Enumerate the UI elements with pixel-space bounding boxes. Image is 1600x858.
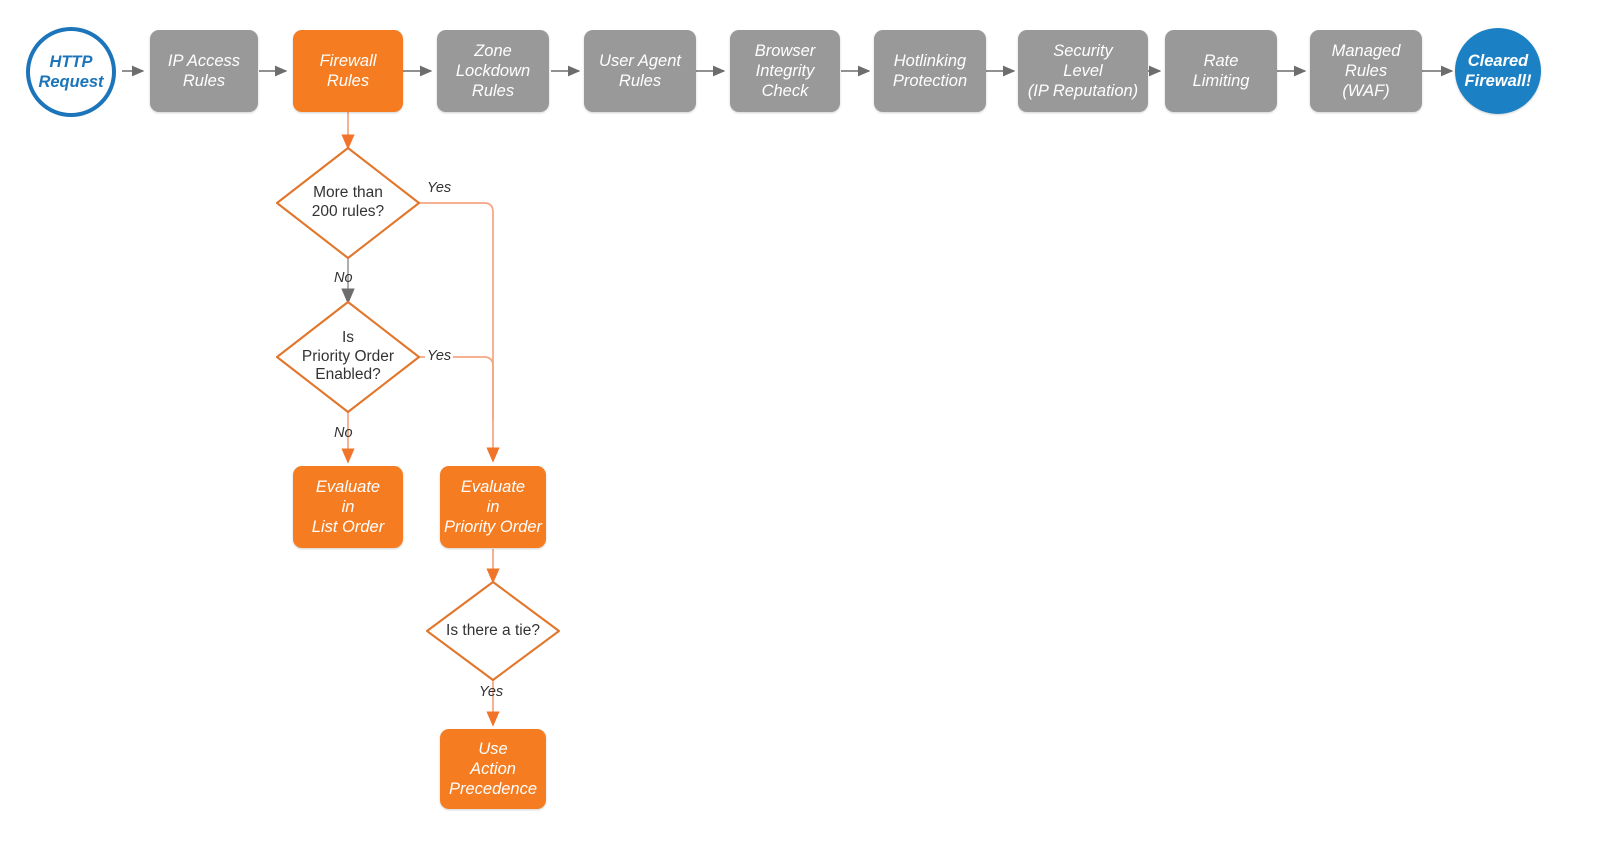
- edge-label-yes-priority-order: Yes: [425, 348, 454, 364]
- node-evaluate-in-list-order[interactable]: Evaluate in List Order: [293, 466, 403, 548]
- decision-is-there-a-tie[interactable]: Is there a tie?: [427, 582, 559, 680]
- node-ip-access-rules[interactable]: IP Access Rules: [150, 30, 258, 112]
- node-http-request[interactable]: HTTP Request: [26, 27, 116, 117]
- node-managed-rules-waf[interactable]: Managed Rules (WAF): [1310, 30, 1422, 112]
- edge-label-no-priority-order: No: [334, 425, 353, 441]
- decision-more-than-200-rules[interactable]: More than 200 rules?: [277, 148, 419, 258]
- node-security-level[interactable]: Security Level (IP Reputation): [1018, 30, 1148, 112]
- node-use-action-precedence[interactable]: Use Action Precedence: [440, 729, 546, 809]
- node-zone-lockdown-rules[interactable]: Zone Lockdown Rules: [437, 30, 549, 112]
- decision-is-priority-order-enabled[interactable]: Is Priority Order Enabled?: [277, 302, 419, 412]
- decision-is-there-a-tie-label: Is there a tie?: [446, 621, 540, 639]
- node-hotlinking-protection[interactable]: Hotlinking Protection: [874, 30, 986, 112]
- edge-decision200-yes-to-priorityorder: [419, 202, 500, 463]
- node-firewall-rules[interactable]: Firewall Rules: [293, 30, 403, 112]
- decision-is-priority-order-enabled-label: Is Priority Order Enabled?: [301, 329, 395, 384]
- node-cleared-firewall[interactable]: Cleared Firewall!: [1455, 28, 1541, 114]
- edge-label-no-200-rules: No: [334, 270, 353, 286]
- edge-label-yes-200-rules: Yes: [427, 180, 452, 196]
- node-rate-limiting[interactable]: Rate Limiting: [1165, 30, 1277, 112]
- decision-more-than-200-rules-label: More than 200 rules?: [311, 184, 385, 220]
- node-evaluate-in-priority-order[interactable]: Evaluate in Priority Order: [440, 466, 546, 548]
- node-browser-integrity-check[interactable]: Browser Integrity Check: [730, 30, 840, 112]
- edge-decision-priority-yes-to-priorityorder: [419, 356, 494, 420]
- edge-label-yes-tie: Yes: [479, 684, 504, 700]
- node-user-agent-rules[interactable]: User Agent Rules: [584, 30, 696, 112]
